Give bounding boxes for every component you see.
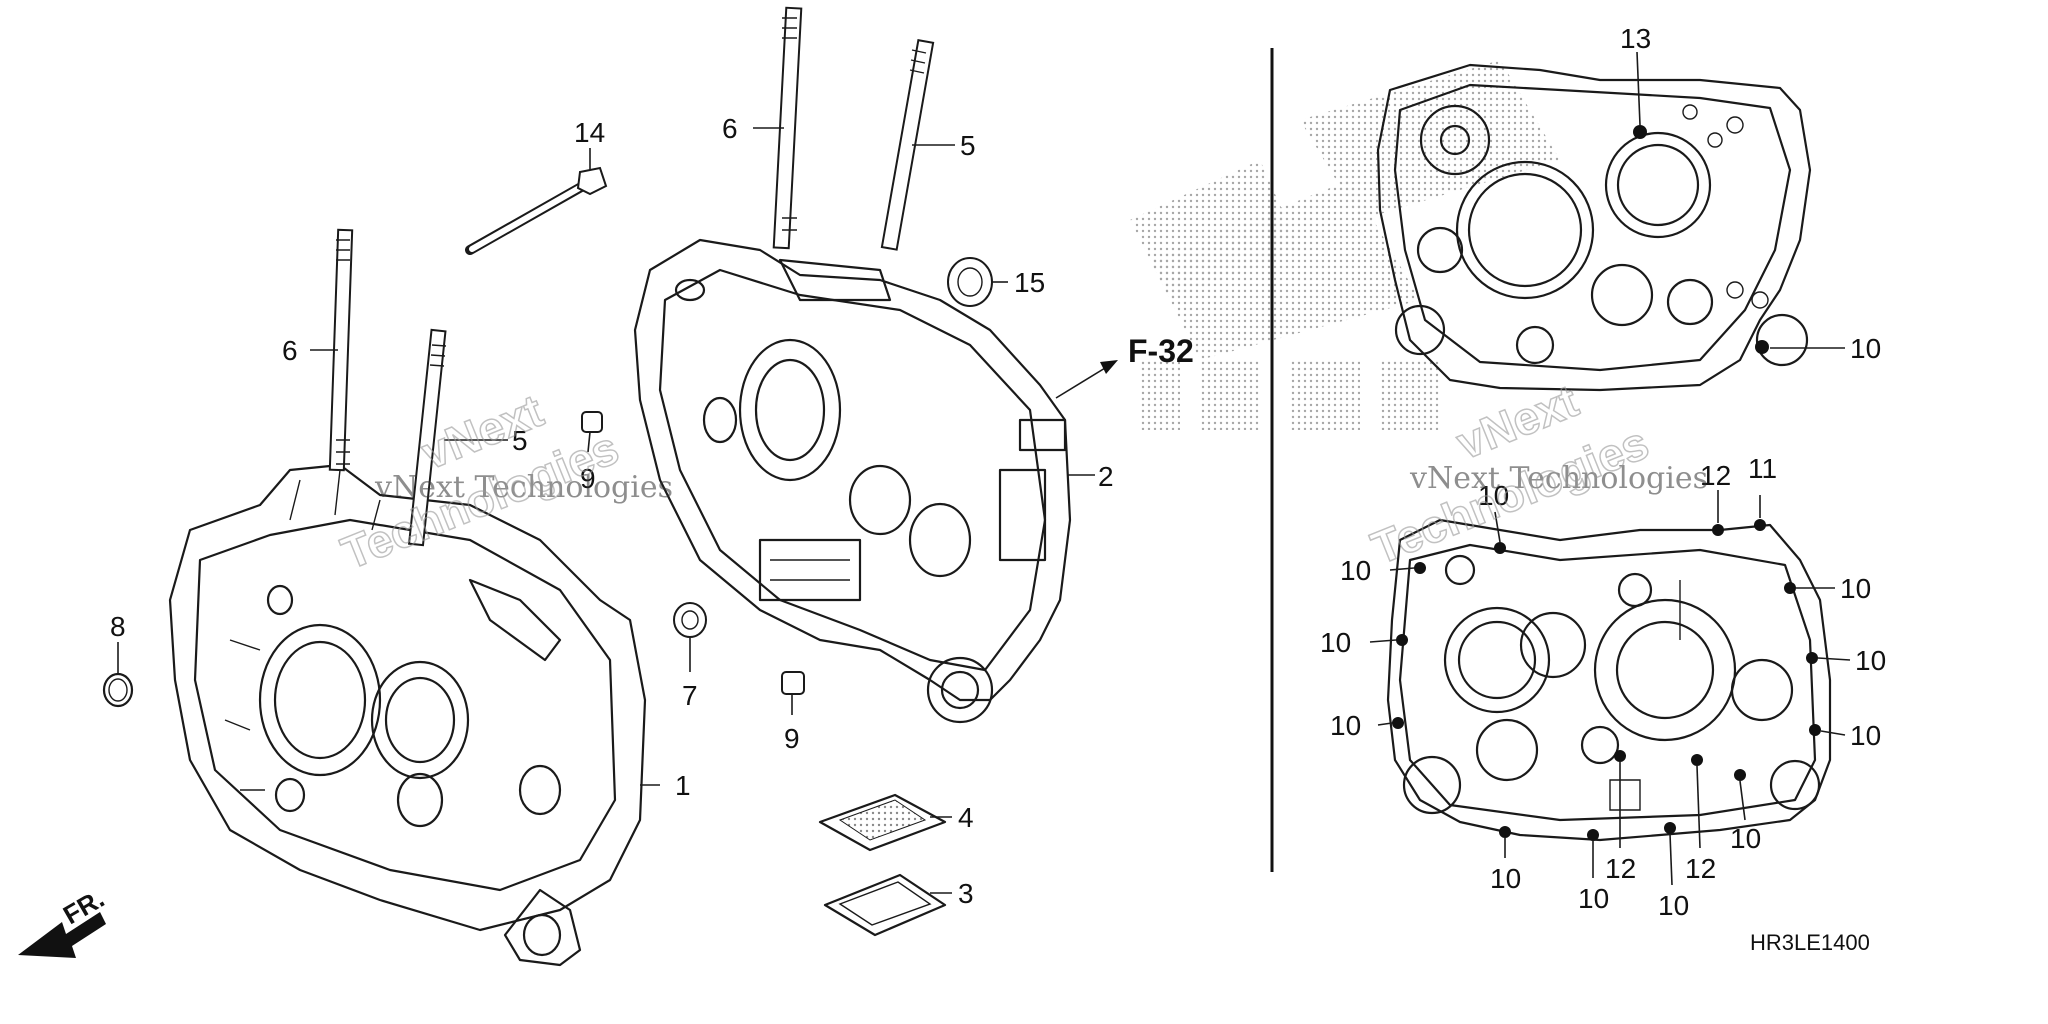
callout-10-right-1: 10 — [1840, 573, 1871, 604]
callout-12-bottom-1: 12 — [1605, 853, 1636, 884]
callout-1: 1 — [675, 770, 691, 801]
crankcase-outer-view — [1376, 63, 1812, 392]
callout-2: 2 — [1098, 461, 1114, 492]
callout-12-top: 12 — [1700, 460, 1731, 491]
stud-5-left — [407, 328, 447, 547]
diagram-code: HR3LE1400 — [1750, 930, 1870, 955]
callout-5-right: 5 — [960, 130, 976, 161]
callout-14: 14 — [574, 117, 605, 148]
callout-7: 7 — [682, 680, 698, 711]
callout-8: 8 — [110, 611, 126, 642]
oil-seal-15 — [947, 257, 993, 307]
callout-10-left-3: 10 — [1330, 710, 1361, 741]
o-ring-8 — [102, 672, 134, 708]
bearing-7 — [673, 602, 707, 638]
callout-12-bottom-2: 12 — [1685, 853, 1716, 884]
right-crankcase-half — [633, 238, 1072, 724]
callout-5-left: 5 — [512, 425, 528, 456]
callout-labels: 1 2 3 4 5 5 6 6 7 8 9 9 14 15 13 10 12 1… — [110, 23, 1886, 921]
stud-5-right — [880, 39, 935, 251]
bolt-14 — [465, 166, 608, 255]
front-direction-arrow: FR. — [18, 883, 109, 958]
callout-6-right: 6 — [722, 113, 738, 144]
crankcase-inner-view — [1386, 518, 1832, 842]
callout-9-upper: 9 — [580, 463, 596, 494]
callout-10-left-2: 10 — [1320, 627, 1351, 658]
callout-9-lower: 9 — [784, 723, 800, 754]
callout-10-bottom-3: 10 — [1658, 890, 1689, 921]
callout-3: 3 — [958, 878, 974, 909]
reference-f32-pointer: F-32 — [1055, 333, 1194, 399]
callout-11: 11 — [1748, 453, 1777, 484]
callout-6-left: 6 — [282, 335, 298, 366]
callout-10-right-3: 10 — [1850, 720, 1881, 751]
callout-10-upper: 10 — [1478, 480, 1509, 511]
dowel-pin-9-lower — [781, 671, 805, 695]
callout-10-right-4: 10 — [1730, 823, 1761, 854]
strainer-screen-4 — [818, 793, 947, 852]
gasket-3 — [823, 873, 947, 937]
callout-13: 13 — [1620, 23, 1651, 54]
callout-10-right-2: 10 — [1855, 645, 1886, 676]
callout-10-bottom-2: 10 — [1578, 883, 1609, 914]
callout-10-top: 10 — [1850, 333, 1881, 364]
dowel-pin-9-upper — [581, 411, 603, 433]
left-crankcase-half — [168, 463, 647, 967]
dotted-background-logo — [1130, 60, 1560, 430]
reference-label: F-32 — [1128, 333, 1194, 369]
watermark-text-left: vNext Technologies — [374, 470, 673, 505]
leader-lines — [117, 51, 1851, 894]
callout-4: 4 — [958, 802, 974, 833]
callout-10-left-1: 10 — [1340, 555, 1371, 586]
watermark-text-right: vNext Technologies — [1409, 461, 1708, 496]
callout-10-bottom-1: 10 — [1490, 863, 1521, 894]
callout-15: 15 — [1014, 267, 1045, 298]
stud-6-right — [772, 6, 803, 250]
